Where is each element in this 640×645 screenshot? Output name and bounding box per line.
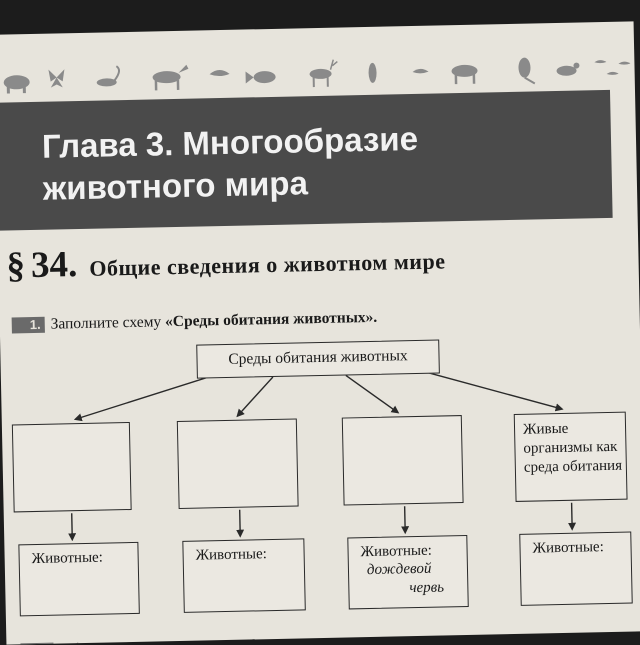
task-1-text: Заполните схему: [50, 313, 162, 333]
chapter-banner: Глава 3. Многообразие животного мира: [0, 89, 613, 231]
horse-icon: [152, 64, 189, 91]
section-number: 34.: [30, 244, 78, 287]
animals-label: Животные:: [532, 539, 604, 557]
animals-label: Животные:: [31, 549, 104, 568]
arrow-root-to-env-4: [424, 371, 564, 412]
section-sign: §: [6, 245, 26, 287]
arrow-root-to-env-1: [73, 375, 212, 422]
arrow-env-1-to-animal-1: [68, 513, 77, 542]
animal-silhouette-strip: [0, 47, 635, 98]
fish-icon: [245, 71, 276, 84]
task-2-text: Объясните, от чего зависит форма и строе…: [59, 633, 481, 645]
scorpion-icon: [96, 65, 120, 87]
bird-icon: [606, 71, 619, 75]
bird-icon: [594, 60, 607, 64]
task-number-badge: 2.: [20, 642, 54, 645]
section-title: Общие сведения о животном мире: [89, 248, 446, 281]
environment-label: Живые организмы как среда обитания: [522, 420, 623, 476]
task-number-badge: 1.: [11, 316, 45, 334]
deer-icon: [309, 59, 338, 88]
animals-label: Животные:: [360, 542, 433, 561]
environment-label: [13, 423, 129, 431]
environment-label: [343, 416, 461, 424]
section-heading: §34. Общие сведения о животном мире: [6, 231, 637, 288]
task-1: 1. Заполните схему «Среды обитания животн…: [11, 308, 378, 335]
bird-icon: [618, 61, 631, 65]
arrow-env-2-to-animal-2: [236, 509, 245, 538]
kangaroo-icon: [518, 57, 536, 85]
textbook-page: Глава 3. Многообразие животного мира §34…: [0, 21, 640, 645]
arrow-root-to-env-3: [345, 374, 400, 414]
animals-box-1[interactable]: Животные:: [18, 541, 140, 617]
animals-box-3[interactable]: Животные: дождевой червь: [347, 534, 469, 610]
environment-box-3[interactable]: [341, 415, 464, 506]
arrow-env-3-to-animal-3: [401, 506, 410, 535]
bird-icon: [412, 68, 429, 74]
arrow-env-4-to-animal-4: [568, 502, 577, 531]
environment-label: [178, 420, 296, 428]
bird-icon: [209, 63, 230, 77]
diagram-root-box: Среды обитания животных: [196, 339, 440, 379]
cat-icon: [556, 62, 580, 76]
task-2: 2. Объясните, от чего зависит форма и стр…: [20, 633, 481, 645]
penguin-icon: [368, 62, 377, 83]
handwritten-answer: дождевой: [366, 560, 432, 579]
environment-box-2[interactable]: [176, 418, 299, 509]
bison-icon: [3, 75, 30, 94]
task-1-quote: «Среды обитания животных».: [164, 308, 378, 331]
bison-icon: [451, 64, 478, 85]
environment-box-1[interactable]: [11, 422, 132, 513]
animals-label: Животные:: [195, 546, 268, 564]
animals-box-2[interactable]: Животные:: [182, 538, 306, 613]
arrow-root-to-env-2: [236, 376, 274, 418]
handwritten-answer: червь: [409, 579, 445, 597]
environment-box-4[interactable]: Живые организмы как среда обитания: [513, 411, 628, 502]
animals-box-4[interactable]: Животные:: [519, 531, 633, 606]
butterfly-icon: [48, 69, 65, 88]
diagram-root-label: Среды обитания животных: [228, 347, 408, 368]
